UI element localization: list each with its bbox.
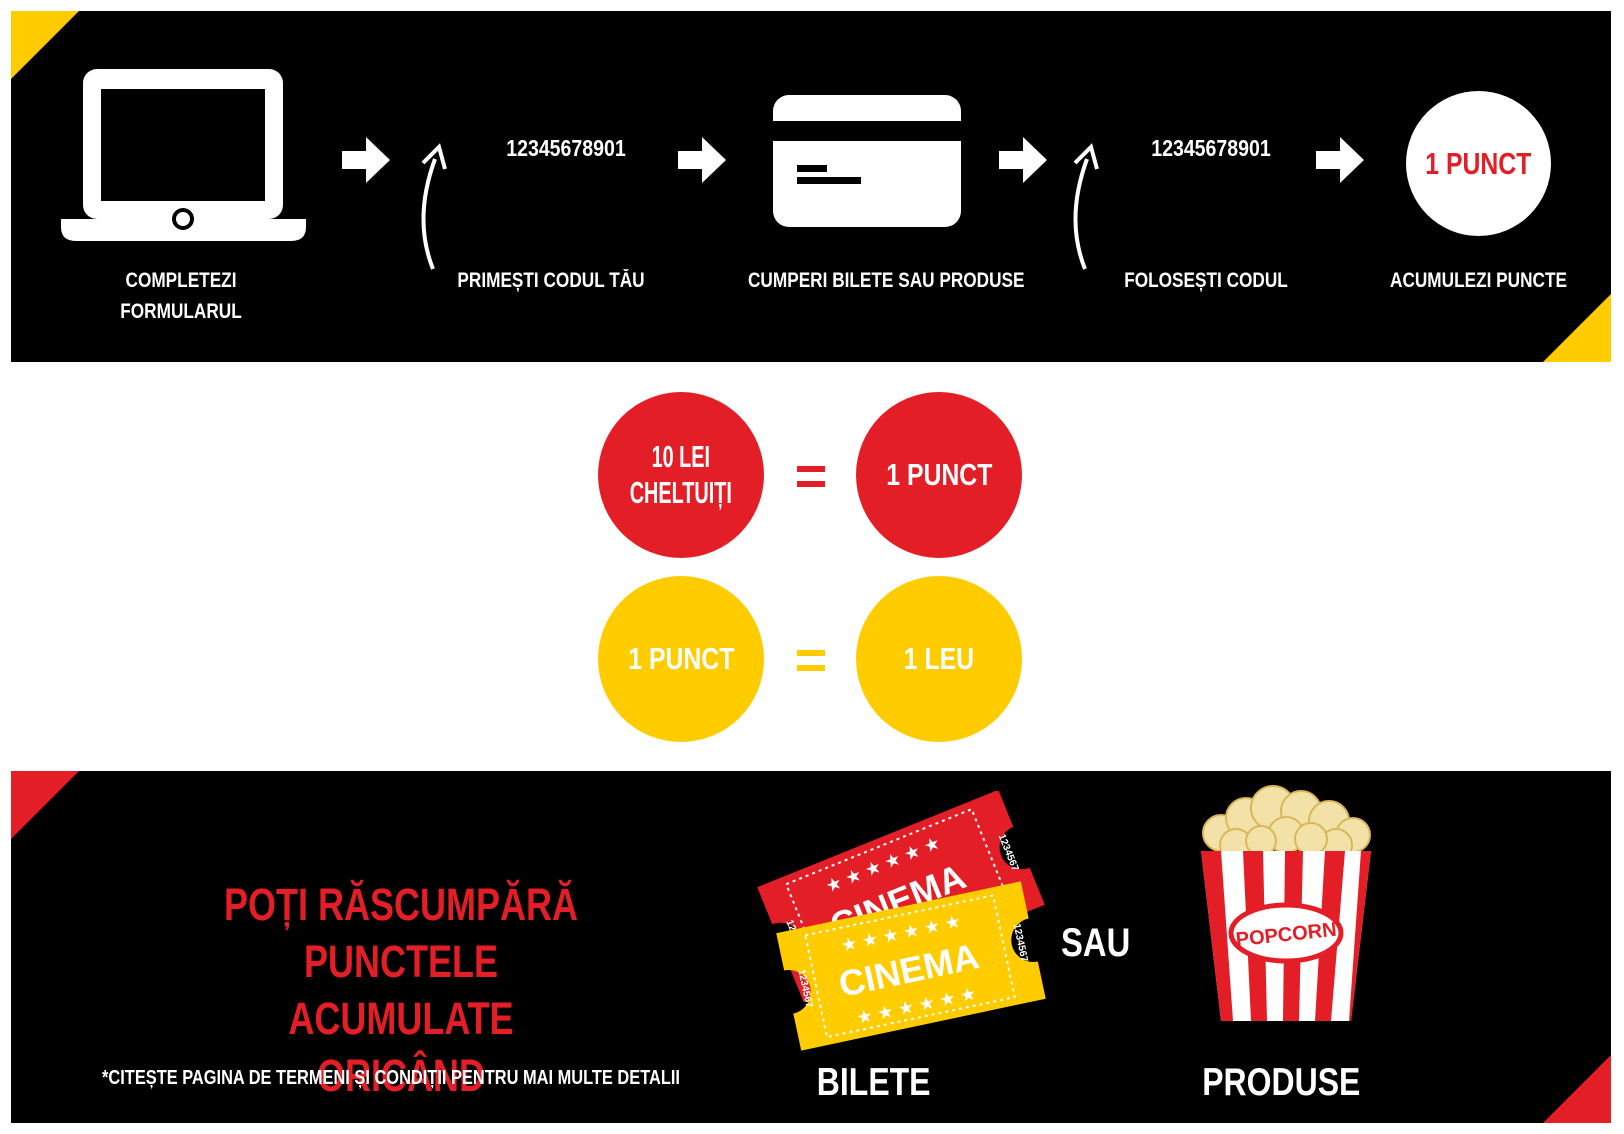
- points-badge: 1 PUNCT: [1406, 91, 1551, 236]
- laptop-icon: [61, 69, 306, 241]
- corner-accent: [1543, 294, 1611, 362]
- equals-sign: [797, 650, 825, 680]
- curved-arrow-icon: [421, 143, 447, 270]
- arrow-right-icon: [999, 137, 1047, 183]
- equals-sign: [797, 466, 825, 496]
- terms-note: *CITEȘTE PAGINA DE TERMENI ȘI CONDIȚII P…: [102, 1067, 680, 1089]
- step-label-use-code: FOLOSEȘTI CODUL: [1124, 269, 1288, 292]
- redeem-band: POȚI RĂSCUMPĂRĂ PUNCTELE ACUMULATE ORICÂ…: [11, 771, 1611, 1123]
- corner-accent: [11, 771, 79, 839]
- how-it-works-band: COMPLETEZI FORMULARUL 12345678901 PRIMEȘ…: [11, 11, 1611, 362]
- arrow-right-icon: [1316, 137, 1364, 183]
- credit-card-icon: [773, 95, 961, 227]
- cinema-tickets-image: CINEMA ★ ★ ★ ★ ★ ★ ★ ★ ★ ★ ★ ★ 1234567 1…: [757, 791, 1046, 1051]
- step-label-buy: CUMPERI BILETE SAU PRODUSE: [748, 269, 1025, 292]
- step-label-receive-code: PRIMEȘTI CODUL TĂU: [457, 269, 645, 292]
- point-value-circle: 1 PUNCT: [598, 576, 764, 742]
- sample-code: 12345678901: [506, 135, 626, 161]
- or-label: SAU: [1061, 921, 1131, 965]
- tickets-label: BILETE: [816, 1061, 931, 1104]
- curved-arrow-icon: [1073, 143, 1099, 270]
- popcorn-image: POPCORN: [1201, 785, 1371, 1021]
- products-label: PRODUSE: [1202, 1061, 1361, 1104]
- leu-circle: 1 LEU: [856, 576, 1022, 742]
- arrow-right-icon: [342, 137, 390, 183]
- sample-code: 12345678901: [1151, 135, 1271, 161]
- arrow-right-icon: [678, 137, 726, 183]
- step-label-fill-form: COMPLETEZI FORMULARUL: [120, 269, 242, 323]
- corner-accent: [1543, 1055, 1611, 1123]
- step-label-accumulate: ACUMULEZI PUNCTE: [1390, 269, 1567, 292]
- redeem-headline: POȚI RĂSCUMPĂRĂ PUNCTELE ACUMULATE ORICÂ…: [223, 879, 579, 1101]
- point-circle: 1 PUNCT: [856, 392, 1022, 558]
- corner-accent: [11, 11, 79, 79]
